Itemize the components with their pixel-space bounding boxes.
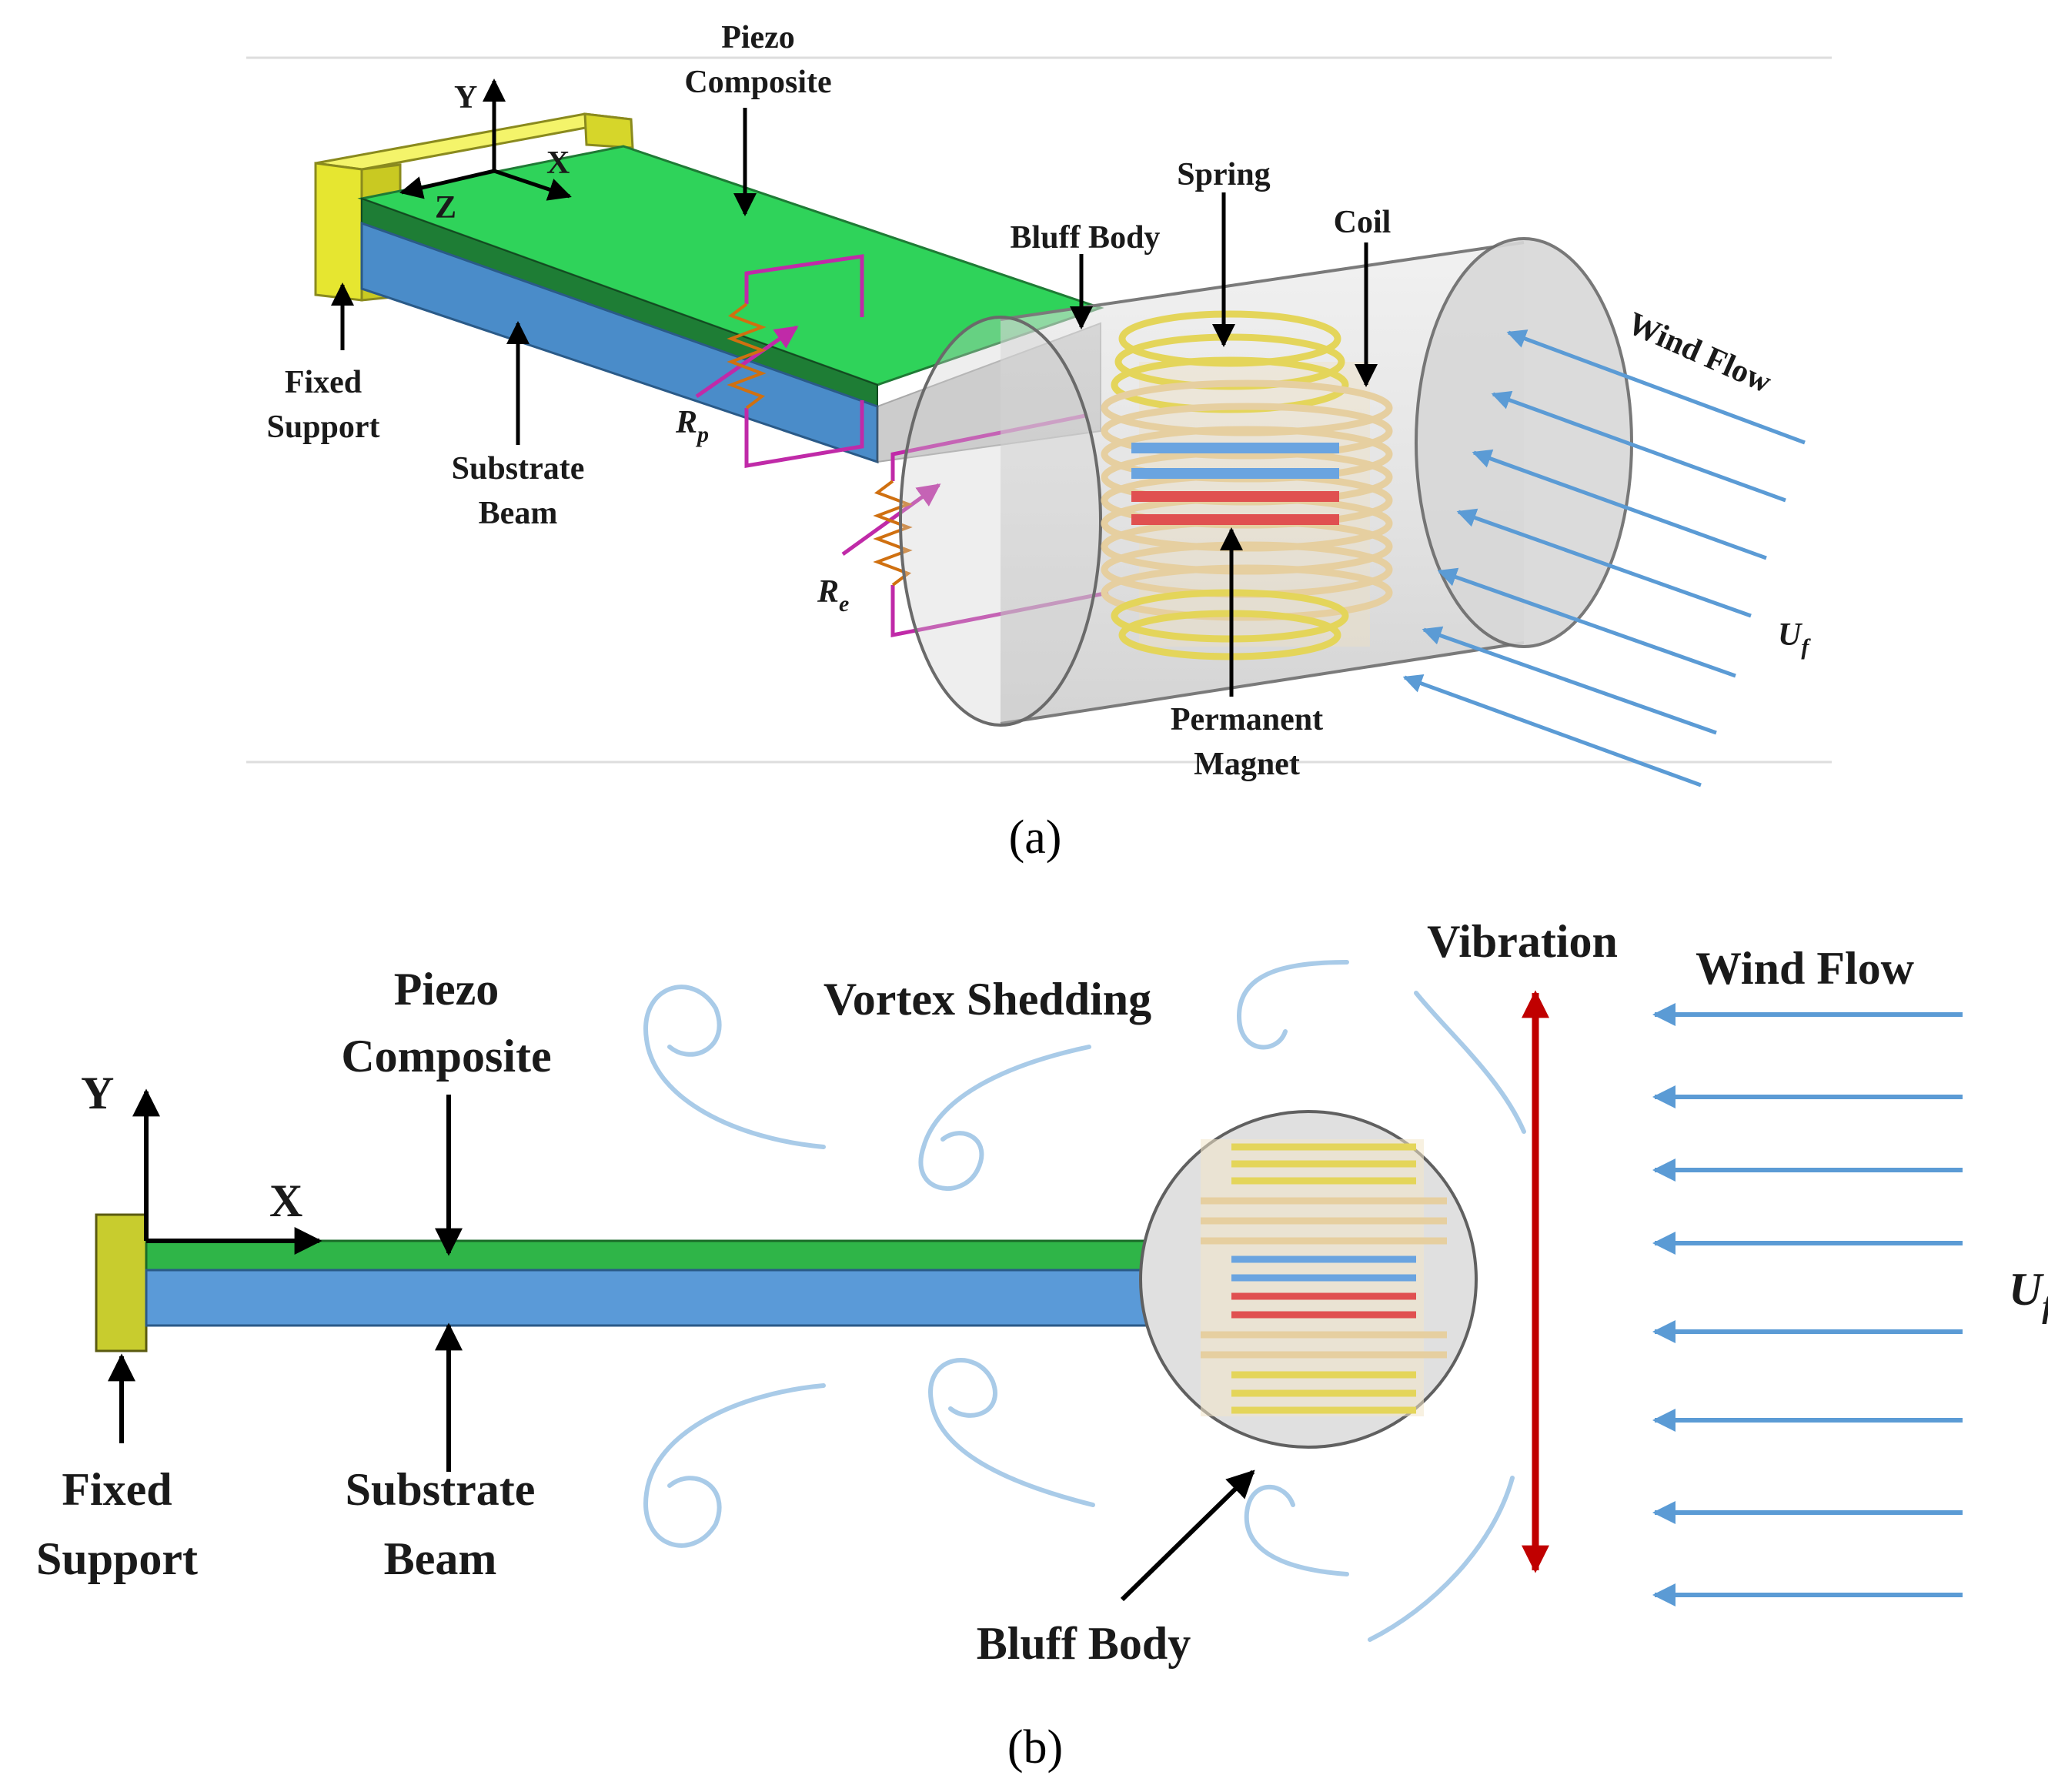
electrical-circuit (695, 254, 1109, 638)
label-piezo-b-2: Composite (341, 1031, 551, 1082)
bluff-body-cylinder (899, 237, 1633, 727)
label-wind-flow-b: Wind Flow (1696, 943, 1915, 994)
label-piezo-a-2: Composite (684, 65, 831, 100)
axis-x-label-b: X (269, 1175, 302, 1226)
spring-coil-magnet-assembly (1101, 310, 1393, 660)
label-magnet-a-2: Magnet (1194, 747, 1300, 782)
label-magnet-a-1: Permanent (1171, 702, 1323, 737)
labels-b: Piezo Composite Vortex Shedding Vibratio… (36, 916, 2048, 1669)
label-bluff-body-a: Bluff Body (1011, 220, 1161, 256)
caption-b: (b) (1007, 1721, 1063, 1774)
axis-y-label-a: Y (454, 80, 477, 115)
label-spring-a: Spring (1177, 157, 1270, 192)
magnet-blue-band-1 (1131, 443, 1339, 453)
label-fixed-b-2: Support (36, 1533, 198, 1584)
caption-a: (a) (1009, 811, 1062, 864)
label-rp-a: Rp (675, 405, 709, 447)
label-uf-a-sub: f (1801, 634, 1811, 660)
axis-y-label-b: Y (81, 1068, 114, 1118)
panel-a: Y X Z (246, 20, 1832, 864)
label-coil-a: Coil (1334, 205, 1392, 240)
cylinder-front-rim (899, 316, 1102, 727)
label-rp-sub: p (695, 422, 709, 447)
piezo-wire-bottom (744, 400, 864, 468)
vortex-swirls (643, 960, 1526, 1642)
piezo-wire-top (744, 254, 864, 317)
label-rp-main: R (675, 405, 697, 440)
cylinder-end-cap (1415, 237, 1633, 648)
leader-arrows-a (331, 108, 1378, 697)
fixed-support-b (95, 1213, 148, 1352)
label-substrate-b-2: Beam (384, 1533, 497, 1584)
label-fixed-a-1: Fixed (285, 365, 362, 400)
axes-a: Y X Z (399, 79, 572, 226)
label-uf-a-main: U (1778, 617, 1803, 653)
label-substrate-a-1: Substrate (452, 451, 585, 486)
magnet-red-band-1 (1131, 491, 1339, 502)
axis-x-label-a: X (546, 145, 570, 181)
label-uf-b-main: U (2009, 1264, 2044, 1315)
label-vibration: Vibration (1427, 916, 1618, 967)
label-re-sub: e (839, 591, 849, 617)
label-bluff-body-b: Bluff Body (977, 1618, 1191, 1669)
label-re-a: Re (817, 574, 849, 617)
rp-variable-arrow (695, 325, 799, 399)
leader-arrows-b (108, 1095, 1255, 1602)
label-piezo-b-1: Piezo (394, 964, 499, 1015)
label-uf-b-sub: f (2042, 1289, 2048, 1325)
label-fixed-b-1: Fixed (62, 1464, 172, 1515)
panel-b: Y X (36, 916, 2048, 1774)
label-re-main: R (817, 574, 839, 610)
wind-arrows-a (1402, 329, 1806, 787)
bluff-leader-b (1120, 1469, 1255, 1602)
label-wind-flow-a: Wind Flow (1622, 306, 1777, 400)
re-resistor (873, 480, 913, 587)
wind-arrows-b (1652, 1003, 1963, 1606)
label-fixed-a-2: Support (266, 410, 379, 445)
label-vortex-shedding: Vortex Shedding (824, 974, 1151, 1025)
label-substrate-b-1: Substrate (346, 1464, 536, 1515)
label-piezo-a-1: Piezo (721, 20, 795, 55)
axes-b (132, 1088, 322, 1255)
substrate-layer-b (145, 1269, 1156, 1327)
bluff-body-b (1139, 1110, 1478, 1449)
axis-z-label-a: Z (435, 190, 456, 226)
label-uf-b: Uf (2009, 1264, 2048, 1325)
label-uf-a: Uf (1778, 617, 1811, 660)
piezo-layer-b (145, 1239, 1156, 1272)
magnet-blue-band-2 (1131, 468, 1339, 479)
label-substrate-a-2: Beam (479, 496, 558, 531)
magnet-red-band-2 (1131, 514, 1339, 525)
rp-resistor (727, 303, 767, 410)
